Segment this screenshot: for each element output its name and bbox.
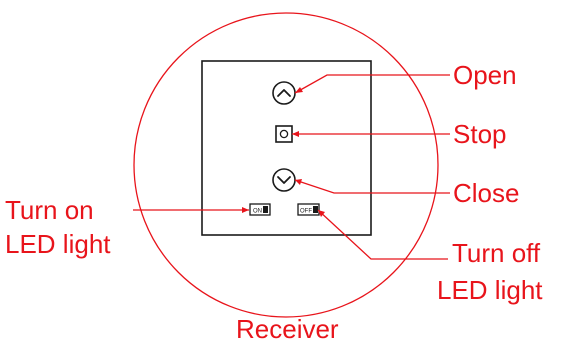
- led-on-text: ON: [253, 209, 262, 215]
- arrow-open: [295, 87, 303, 93]
- label-receiver: Receiver: [236, 314, 339, 344]
- label-close: Close: [453, 178, 519, 208]
- stop-button[interactable]: [275, 125, 293, 143]
- label-open: Open: [453, 60, 517, 90]
- leader-turn-off: [317, 209, 448, 260]
- stop-square-icon: [279, 129, 289, 139]
- label-turn-off-line2: LED light: [437, 275, 543, 305]
- leader-open: [294, 74, 450, 94]
- leader-close: [294, 179, 450, 194]
- led-off-text: OFF: [300, 209, 312, 215]
- label-turn-on-line2: LED light: [5, 229, 111, 259]
- receiver-panel: [201, 60, 372, 236]
- chevron-up-icon: [277, 89, 291, 97]
- chevron-down-icon: [277, 176, 291, 184]
- open-button[interactable]: [272, 81, 296, 105]
- label-stop: Stop: [453, 119, 507, 149]
- led-off-switch-icon: [297, 203, 320, 216]
- led-on-button[interactable]: ON: [249, 203, 271, 216]
- led-off-button[interactable]: OFF: [297, 203, 320, 216]
- magnifier-circle: [133, 12, 439, 318]
- led-off-indicator: [313, 206, 318, 213]
- label-turn-off-line1: Turn off: [452, 238, 541, 268]
- arrow-turn-on: [242, 207, 249, 213]
- open-button-ring: [272, 81, 296, 105]
- stop-button-frame: [275, 125, 293, 143]
- close-button[interactable]: [272, 168, 296, 192]
- arrow-stop: [292, 131, 299, 137]
- arrow-turn-off: [318, 210, 325, 217]
- arrow-close: [295, 179, 302, 185]
- led-on-indicator: [263, 206, 268, 213]
- leader-lines: [133, 74, 450, 260]
- arrowheads: [242, 87, 325, 217]
- close-button-ring: [272, 168, 296, 192]
- led-on-switch-icon: [249, 203, 271, 216]
- label-turn-on-line1: Turn on: [5, 195, 94, 225]
